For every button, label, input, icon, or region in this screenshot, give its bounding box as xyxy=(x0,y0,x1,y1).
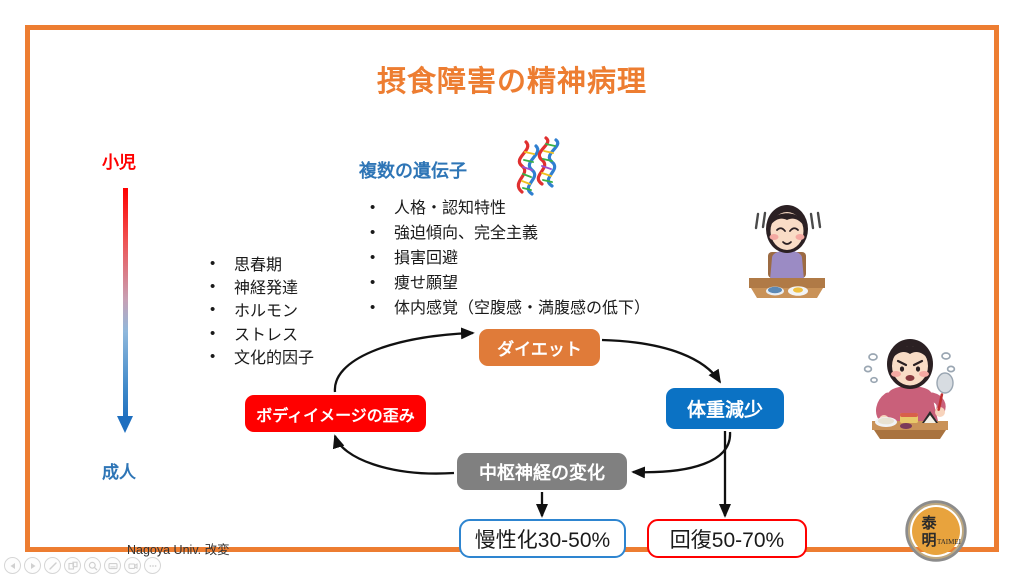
girl-refusing-food-illustration xyxy=(741,194,833,300)
list-item: 体内感覚（空腹感・満腹感の低下） xyxy=(366,296,650,322)
video-camera-icon xyxy=(127,562,138,569)
list-item: 人格・認知特性 xyxy=(366,196,650,222)
ellipsis-icon xyxy=(149,564,156,567)
flow-box-weight-loss[interactable]: 体重減少 xyxy=(666,388,784,429)
slide-grid-button[interactable] xyxy=(64,557,81,574)
list-item: 神経発達 xyxy=(206,276,314,300)
slide-canvas: 摂食障害の精神病理 小児 成人 思春期 神経発達 ホルモン ストレス 文化的因子… xyxy=(25,25,999,562)
page-title: 摂食障害の精神病理 xyxy=(376,66,647,98)
taimei-logo: 泰 明 TAIMEI xyxy=(905,500,967,562)
flow-box-body-image-distortion[interactable]: ボディイメージの歪み xyxy=(245,395,426,432)
list-item: ホルモン xyxy=(206,299,314,323)
gene-traits-list: 人格・認知特性 強迫傾向、完全主義 損害回避 痩せ願望 体内感覚（空腹感・満腹感… xyxy=(366,196,650,322)
previous-slide-button[interactable] xyxy=(4,557,21,574)
age-label-adult: 成人 xyxy=(102,463,136,482)
svg-text:明: 明 xyxy=(921,531,936,549)
outcome-box-recovery[interactable]: 回復50-70% xyxy=(647,519,807,558)
triangle-right-icon xyxy=(30,562,35,569)
notes-button[interactable] xyxy=(104,557,121,574)
pen-icon xyxy=(48,561,57,570)
genes-heading: 複数の遺伝子 xyxy=(359,161,467,181)
player-toolbar xyxy=(4,557,161,574)
pen-annotate-button[interactable] xyxy=(44,557,61,574)
list-item: 痩せ願望 xyxy=(366,271,650,297)
age-gradient-arrow-head xyxy=(117,416,133,433)
list-item: 損害回避 xyxy=(366,246,650,272)
source-credit: Nagoya Univ. 改変 xyxy=(127,543,230,557)
flow-box-diet[interactable]: ダイエット xyxy=(479,329,600,366)
zoom-button[interactable] xyxy=(84,557,101,574)
age-label-child: 小児 xyxy=(102,153,136,172)
left-factors-list: 思春期 神経発達 ホルモン ストレス 文化的因子 xyxy=(206,253,314,370)
girl-binge-eating-illustration xyxy=(860,333,960,443)
age-gradient-axis: 小児 成人 xyxy=(90,148,180,493)
age-gradient-arrow-shaft xyxy=(123,188,128,420)
list-item: ストレス xyxy=(206,323,314,347)
list-item: 文化的因子 xyxy=(206,346,314,370)
dna-helix-icon xyxy=(508,136,570,198)
triangle-left-icon xyxy=(10,562,15,569)
list-item: 思春期 xyxy=(206,253,314,277)
more-options-button[interactable] xyxy=(144,557,161,574)
magnifier-icon xyxy=(88,561,97,570)
outcome-box-chronic[interactable]: 慢性化30-50% xyxy=(459,519,626,558)
grid-icon xyxy=(67,561,78,570)
svg-text:泰: 泰 xyxy=(920,514,937,532)
play-button[interactable] xyxy=(24,557,41,574)
video-button[interactable] xyxy=(124,557,141,574)
flow-box-cns-change[interactable]: 中枢神経の変化 xyxy=(457,453,627,490)
svg-text:TAIMEI: TAIMEI xyxy=(937,538,962,546)
note-icon xyxy=(107,562,118,569)
list-item: 強迫傾向、完全主義 xyxy=(366,221,650,247)
